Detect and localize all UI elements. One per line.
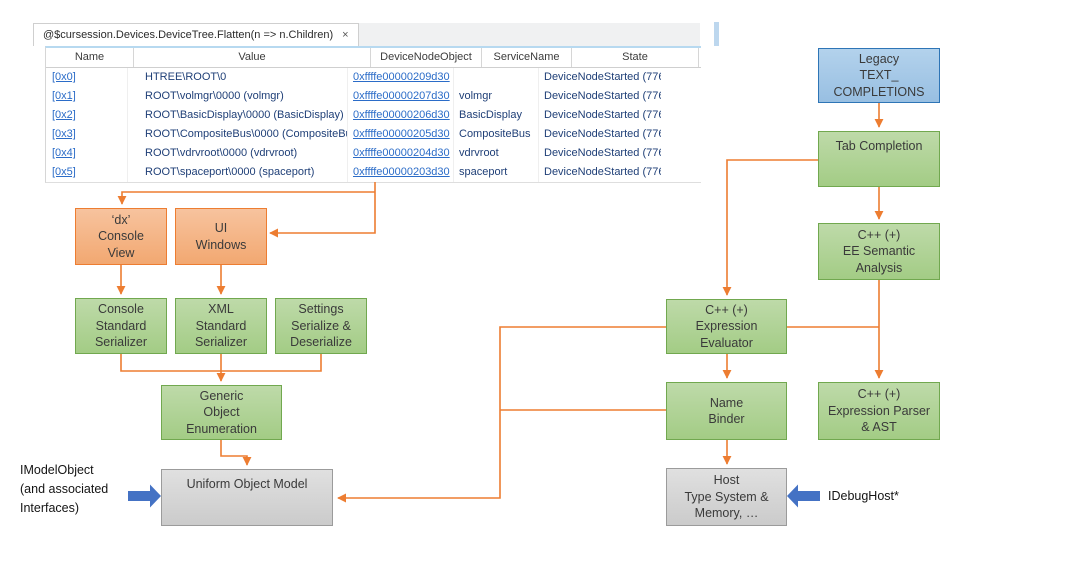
device-node-link[interactable]: 0xffffe00000209d30 — [353, 71, 450, 83]
row-index-link[interactable]: [0x0] — [52, 71, 76, 83]
state-cell: DeviceNodeStarted (776) — [544, 128, 661, 140]
column-header-devicenodeobject[interactable]: DeviceNodeObject — [371, 48, 482, 67]
device-node-link[interactable]: 0xffffe00000205d30 — [353, 128, 450, 140]
service-cell: BasicDisplay — [454, 106, 539, 125]
connector-table-to-dx-console — [117, 191, 375, 205]
box-tab-completion: Tab Completion — [818, 131, 940, 187]
value-cell: ROOT\volmgr\0000 (volmgr) — [128, 87, 348, 106]
value-cell: HTREE\ROOT\0 — [128, 68, 348, 87]
box-settings-serialize-deserialize: Settings Serialize & Deserialize — [275, 298, 367, 354]
tab-device-tree-query[interactable]: @$cursession.Devices.DeviceTree.Flatten(… — [33, 23, 359, 46]
connector-serializer-bus — [120, 354, 322, 372]
column-header-value[interactable]: Value — [134, 48, 371, 67]
row-index-link[interactable]: [0x3] — [52, 128, 76, 140]
idebughost-label: IDebugHost* — [828, 489, 899, 503]
table-row: [0x2] ROOT\BasicDisplay\0000 (BasicDispl… — [46, 106, 701, 125]
service-cell: volmgr — [454, 87, 539, 106]
connector-evaluator-to-uniform-object-model — [337, 326, 666, 503]
table-row: [0x4] ROOT\vdrvroot\0000 (vdrvroot) 0xff… — [46, 144, 701, 163]
value-cell: ROOT\vdrvroot\0000 (vdrvroot) — [128, 144, 348, 163]
device-tree-grid: Name Value DeviceNodeObject ServiceName … — [45, 46, 701, 183]
table-row: [0x5] ROOT\spaceport\0000 (spaceport) 0x… — [46, 163, 701, 182]
row-index-link[interactable]: [0x5] — [52, 166, 76, 178]
value-cell: ROOT\spaceport\0000 (spaceport) — [128, 163, 348, 182]
box-generic-object-enumeration: Generic Object Enumeration — [161, 385, 282, 440]
connector-table-to-ui-windows — [269, 182, 376, 238]
row-index-link[interactable]: [0x1] — [52, 90, 76, 102]
idebughost-block-arrow — [787, 484, 820, 508]
state-cell: DeviceNodeStarted (776) — [544, 90, 661, 102]
box-expression-parser-ast: C++ (+) Expression Parser & AST — [818, 382, 940, 440]
tab-strip: @$cursession.Devices.DeviceTree.Flatten(… — [33, 23, 700, 46]
state-cell: DeviceNodeStarted (776) — [544, 109, 661, 121]
imodelobject-label: IModelObject (and associated Interfaces) — [20, 463, 109, 515]
box-ee-semantic-analysis: C++ (+) EE Semantic Analysis — [818, 223, 940, 280]
connector-generic-to-uniform-object-model — [220, 440, 252, 466]
table-row: [0x0] HTREE\ROOT\0 0xffffe00000209d30 De… — [46, 68, 701, 87]
state-cell: DeviceNodeStarted (776) — [544, 71, 661, 83]
service-cell — [454, 68, 539, 87]
scrollbar-accent[interactable] — [714, 22, 719, 46]
box-uniform-object-model: Uniform Object Model — [161, 469, 333, 526]
column-header-state[interactable]: State — [572, 48, 699, 67]
connector-tab-completion-to-expression-evaluator — [722, 159, 818, 296]
service-cell: spaceport — [454, 163, 539, 182]
table-row: [0x3] ROOT\CompositeBus\0000 (CompositeB… — [46, 125, 701, 144]
state-cell: DeviceNodeStarted (776) — [544, 166, 661, 178]
column-header-servicename[interactable]: ServiceName — [482, 48, 572, 67]
box-ui-windows: UI Windows — [175, 208, 267, 265]
tab-title: @$cursession.Devices.DeviceTree.Flatten(… — [43, 29, 334, 41]
device-node-link[interactable]: 0xffffe00000203d30 — [353, 166, 450, 178]
row-index-link[interactable]: [0x2] — [52, 109, 76, 121]
box-expression-evaluator: C++ (+) Expression Evaluator — [666, 299, 787, 354]
close-icon[interactable]: × — [342, 29, 349, 41]
box-name-binder: Name Binder — [666, 382, 787, 440]
device-node-link[interactable]: 0xffffe00000206d30 — [353, 109, 450, 121]
box-legacy-text-completions: Legacy TEXT_ COMPLETIONS — [818, 48, 940, 103]
value-cell: ROOT\BasicDisplay\0000 (BasicDisplay) — [128, 106, 348, 125]
table-row: [0x1] ROOT\volmgr\0000 (volmgr) 0xffffe0… — [46, 87, 701, 106]
service-cell: CompositeBus — [454, 125, 539, 144]
box-host-type-system: Host Type System & Memory, … — [666, 468, 787, 526]
row-index-link[interactable]: [0x4] — [52, 147, 76, 159]
state-cell: DeviceNodeStarted (776) — [544, 147, 661, 159]
column-header-name[interactable]: Name — [46, 48, 134, 67]
grid-header-row: Name Value DeviceNodeObject ServiceName … — [46, 48, 701, 68]
service-cell: vdrvroot — [454, 144, 539, 163]
box-console-standard-serializer: Console Standard Serializer — [75, 298, 167, 354]
value-cell: ROOT\CompositeBus\0000 (CompositeBus) — [128, 125, 348, 144]
device-node-link[interactable]: 0xffffe00000207d30 — [353, 90, 450, 102]
device-node-link[interactable]: 0xffffe00000204d30 — [353, 147, 450, 159]
grid-body: [0x0] HTREE\ROOT\0 0xffffe00000209d30 De… — [46, 68, 701, 182]
box-xml-standard-serializer: XML Standard Serializer — [175, 298, 267, 354]
box-dx-console-view: ‘dx’ Console View — [75, 208, 167, 265]
